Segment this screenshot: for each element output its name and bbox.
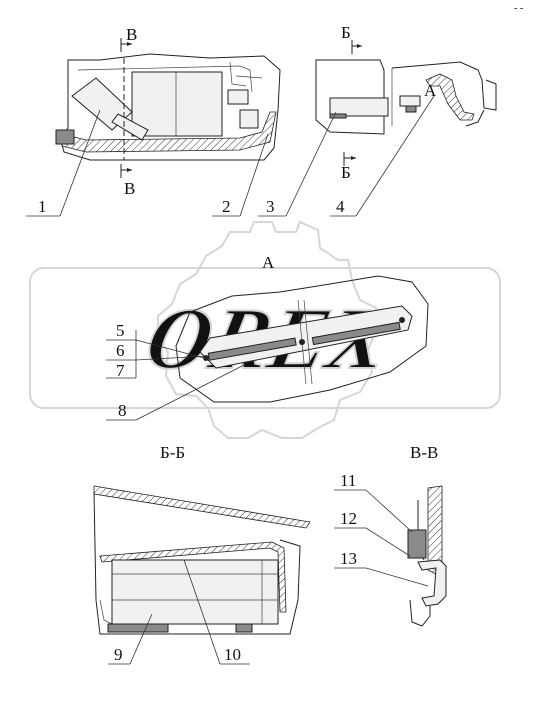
callout-12: 12: [340, 509, 357, 528]
blower-housing: [131, 71, 223, 137]
detail-a-view: [175, 275, 429, 403]
callout-1: 1: [38, 197, 47, 216]
top-right-view: [315, 40, 497, 166]
duct-right-hatched: [425, 73, 475, 121]
duct-hatched: [61, 111, 277, 153]
callout-3: 3: [266, 197, 275, 216]
corner-mark: - -: [514, 3, 523, 14]
section-mark-v-bottom: В: [124, 179, 135, 198]
callout-8: 8: [118, 401, 127, 420]
callout-7: 7: [116, 361, 125, 380]
section-mark-v-top: В: [126, 25, 137, 44]
detail-marker-a: А: [424, 81, 437, 100]
liner-hatched: [99, 541, 287, 613]
top-left-view: [55, 38, 281, 178]
section-title-vv: В-В: [410, 443, 438, 462]
section-vv-view: [407, 485, 447, 627]
section-title-bb: Б-Б: [160, 443, 185, 462]
bracket-profile: [417, 559, 447, 607]
top-leader-lines: [26, 95, 435, 217]
section-mark-b-bottom: Б: [341, 163, 351, 182]
callout-6: 6: [116, 341, 125, 360]
detail-leader-lines: [106, 330, 247, 421]
vent-unit: [329, 97, 389, 117]
grille-slot-left: [207, 337, 297, 361]
callout-11: 11: [340, 471, 356, 490]
callout-9: 9: [114, 645, 123, 664]
grille-slot-right: [311, 321, 401, 346]
section-mark-b-top: Б: [341, 23, 351, 42]
seal-block: [407, 529, 427, 559]
section-bb-leaders: [108, 559, 250, 665]
detail-a-title: А: [262, 253, 275, 272]
callout-13: 13: [340, 549, 357, 568]
roof-panel-hatched: [93, 485, 311, 529]
callout-10: 10: [224, 645, 241, 664]
callout-5: 5: [116, 321, 125, 340]
section-bb-view: [93, 485, 311, 635]
callout-4: 4: [336, 197, 345, 216]
section-vv-leaders: [334, 489, 429, 587]
callout-2: 2: [222, 197, 231, 216]
